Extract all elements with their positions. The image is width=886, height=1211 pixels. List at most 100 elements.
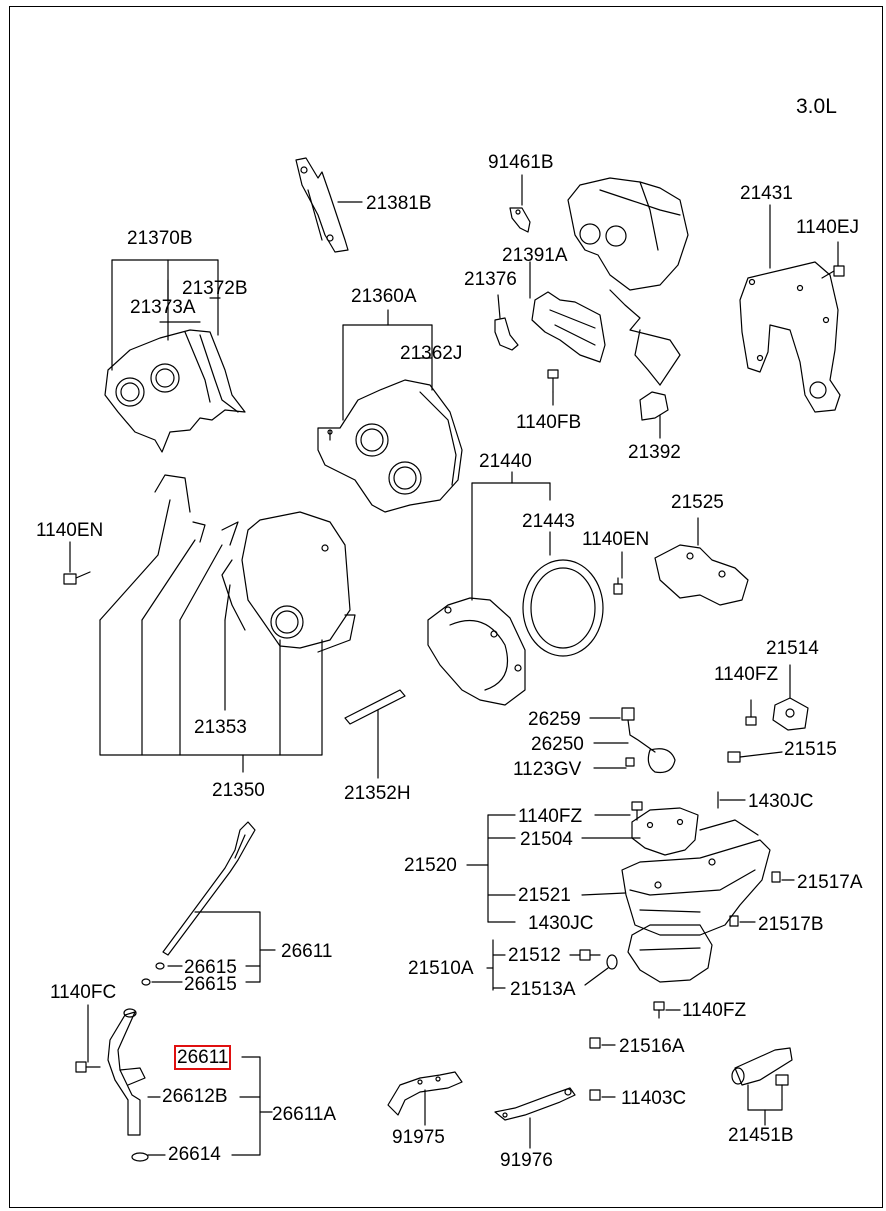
- part-label-21350[interactable]: 21350: [212, 780, 265, 801]
- part-label-21525[interactable]: 21525: [671, 492, 724, 513]
- part-label-1140EN-left[interactable]: 1140EN: [36, 520, 104, 541]
- part-label-1140EN-right[interactable]: 1140EN: [582, 529, 650, 550]
- leaders-21440: [471, 471, 551, 601]
- part-label-21372B[interactable]: 21372B: [182, 278, 248, 299]
- part-label-26250[interactable]: 26250: [531, 734, 584, 755]
- part-21510A-lower-pan: [627, 924, 713, 983]
- part-21391A: [531, 291, 606, 363]
- part-91461B: [509, 207, 531, 233]
- part-91975: [387, 1071, 463, 1116]
- part-1140EN-right-bolt: [613, 577, 623, 595]
- part-21520-oil-pan: [621, 807, 771, 936]
- part-label-26259[interactable]: 26259: [528, 709, 581, 730]
- part-label-21376[interactable]: 21376: [464, 269, 517, 290]
- part-label-21512[interactable]: 21512: [508, 945, 561, 966]
- part-21517A-bolt: [771, 871, 781, 883]
- part-26250-pipe: [621, 707, 676, 774]
- part-21512-bolt: [579, 949, 601, 961]
- part-1140FB-bolt: [547, 369, 559, 393]
- leaders-26611A: [147, 1056, 273, 1156]
- part-label-26612B[interactable]: 26612B: [162, 1086, 228, 1107]
- part-label-21443[interactable]: 21443: [522, 511, 575, 532]
- part-label-21504[interactable]: 21504: [520, 829, 573, 850]
- part-label-21521[interactable]: 21521: [518, 885, 571, 906]
- part-label-21370B[interactable]: 21370B: [127, 228, 193, 249]
- part-21352H: [344, 689, 406, 725]
- part-label-1123GV[interactable]: 1123GV: [513, 759, 582, 780]
- part-label-21373A[interactable]: 21373A: [130, 297, 196, 318]
- leaders-26259: [589, 717, 629, 769]
- part-26611-dipstick: [141, 821, 256, 986]
- part-label-21352H[interactable]: 21352H: [344, 783, 411, 804]
- part-label-91461B[interactable]: 91461B: [488, 152, 554, 173]
- part-21516A-bolt: [589, 1037, 601, 1049]
- part-label-91976[interactable]: 91976: [500, 1150, 553, 1171]
- part-label-1140EJ[interactable]: 1140EJ: [796, 217, 860, 238]
- part-label-21516A[interactable]: 21516A: [619, 1036, 685, 1057]
- part-label-1140FC[interactable]: 1140FC: [50, 982, 117, 1003]
- part-21392: [639, 391, 669, 421]
- leaders-21451B: [747, 1084, 783, 1126]
- leader-21513A: [584, 967, 609, 986]
- part-label-1140FZ-b[interactable]: 1140FZ: [518, 806, 583, 827]
- part-1140FC-bolt: [75, 1061, 101, 1073]
- part-91976: [494, 1087, 576, 1121]
- part-label-21360A[interactable]: 21360A: [351, 286, 417, 307]
- part-label-21391A[interactable]: 21391A: [502, 245, 568, 266]
- part-21370B-cover: [104, 329, 246, 453]
- part-11403C-bolt: [589, 1089, 601, 1101]
- part-label-1140FB[interactable]: 1140FB: [516, 412, 582, 433]
- leaders-21520: [466, 814, 641, 923]
- part-21525: [654, 544, 749, 606]
- leader-21376: [497, 294, 501, 319]
- part-label-21431[interactable]: 21431: [740, 183, 793, 204]
- part-21443-seal: [522, 559, 604, 657]
- engine-size-label: 3.0L: [796, 95, 837, 118]
- part-21513A-washer: [606, 954, 618, 970]
- part-label-21353[interactable]: 21353: [194, 717, 247, 738]
- part-21431: [739, 261, 841, 413]
- part-label-26614[interactable]: 26614: [168, 1144, 221, 1165]
- part-label-1140FZ-a[interactable]: 1140FZ: [714, 664, 779, 685]
- part-label-21520[interactable]: 21520: [404, 855, 457, 876]
- part-label-26611-b-highlighted[interactable]: 26611: [173, 1045, 232, 1070]
- part-label-1430JC-a[interactable]: 1430JC: [748, 791, 814, 812]
- part-1140EN-left-bolt: [63, 571, 91, 585]
- part-21514: [772, 697, 809, 731]
- part-label-91975[interactable]: 91975: [392, 1127, 445, 1148]
- part-label-26615-b[interactable]: 26615: [184, 974, 237, 995]
- part-label-26611A[interactable]: 26611A: [272, 1104, 337, 1125]
- part-label-21517A[interactable]: 21517A: [797, 872, 863, 893]
- part-21440-housing: [427, 597, 526, 706]
- part-label-21513A[interactable]: 21513A: [510, 979, 576, 1000]
- part-label-21362J[interactable]: 21362J: [400, 343, 463, 364]
- part-21515-bolt: [727, 751, 783, 763]
- leaders-26611: [151, 911, 276, 983]
- leaders-21510A: [486, 939, 581, 991]
- part-21376: [494, 317, 519, 351]
- leaders-21350: [99, 499, 323, 773]
- part-label-21451B[interactable]: 21451B: [728, 1125, 794, 1146]
- part-label-21514[interactable]: 21514: [766, 638, 819, 659]
- part-label-21381B[interactable]: 21381B: [366, 193, 432, 214]
- part-21381B: [295, 157, 349, 253]
- part-label-26615-a[interactable]: 26615: [184, 957, 237, 978]
- diagram-frame: [9, 6, 883, 1208]
- part-1140FZ-bolt-b: [631, 801, 643, 821]
- part-label-21517B[interactable]: 21517B: [758, 914, 824, 935]
- part-1140FZ-bolt-c: [653, 1001, 665, 1019]
- part-26611A-tube: [107, 1008, 149, 1162]
- part-label-1430JC-b[interactable]: 1430JC: [528, 913, 594, 934]
- part-label-21440[interactable]: 21440: [479, 451, 532, 472]
- part-21451B: [731, 1047, 793, 1101]
- part-label-1140FZ-c[interactable]: 1140FZ: [682, 1000, 747, 1021]
- part-label-11403C[interactable]: 11403C: [621, 1088, 687, 1109]
- leaders-21370B: [111, 259, 221, 371]
- part-label-21392[interactable]: 21392: [628, 442, 681, 463]
- part-label-21515[interactable]: 21515: [784, 739, 837, 760]
- part-1140EJ-bolt: [821, 265, 845, 279]
- part-21517B-bolt: [729, 915, 739, 927]
- part-label-26611-a[interactable]: 26611: [281, 941, 333, 962]
- part-label-21510A[interactable]: 21510A: [408, 958, 474, 979]
